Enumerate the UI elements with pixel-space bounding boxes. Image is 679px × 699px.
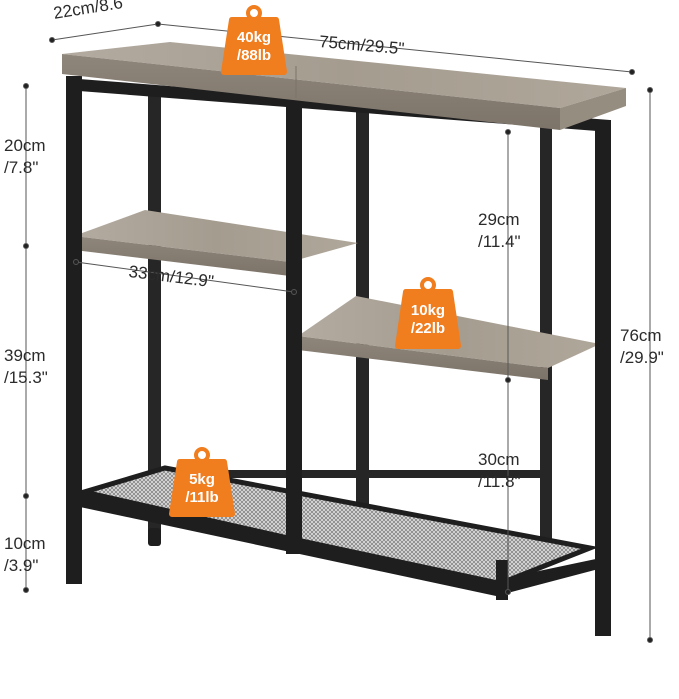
right-upper-cm-label: 29cm — [478, 210, 520, 229]
middle-gap-cm-label: 39cm — [4, 346, 46, 365]
tabletop — [62, 42, 626, 130]
bottom-gap-in-label: /3.9" — [4, 556, 39, 575]
right-lower-in-label: /11.8" — [478, 472, 521, 491]
left-wood-shelf — [74, 210, 358, 276]
top-gap-cm-label: 20cm — [4, 136, 46, 155]
weight-badge-shelf-line1: 10kg — [410, 302, 446, 319]
weight-badge-bottom-line1: 5kg — [189, 471, 215, 488]
right-lower-cm-label: 30cm — [478, 450, 520, 469]
bottom-gap-cm-label: 10cm — [4, 534, 46, 553]
weight-badge-bottom-shape — [169, 447, 235, 517]
weight-badge-top-shape — [221, 5, 287, 75]
weight-badge-shelf-shape — [395, 277, 461, 349]
height-in-label: /29.9" — [620, 348, 664, 367]
front-frame — [66, 76, 611, 636]
middle-gap-in-label: /15.3" — [4, 368, 48, 387]
weight-badge-bottom-line2: /11lb — [185, 489, 219, 506]
weight-badge-top-line2: /88lb — [236, 47, 272, 64]
right-upper-in-label: /11.4" — [478, 232, 521, 251]
height-cm-label: 76cm — [620, 326, 662, 345]
top-gap-in-label: /7.8" — [4, 158, 39, 177]
weight-badge-top-line1: 40kg — [236, 29, 272, 46]
weight-badge-shelf-line2: /22lb — [410, 320, 446, 337]
